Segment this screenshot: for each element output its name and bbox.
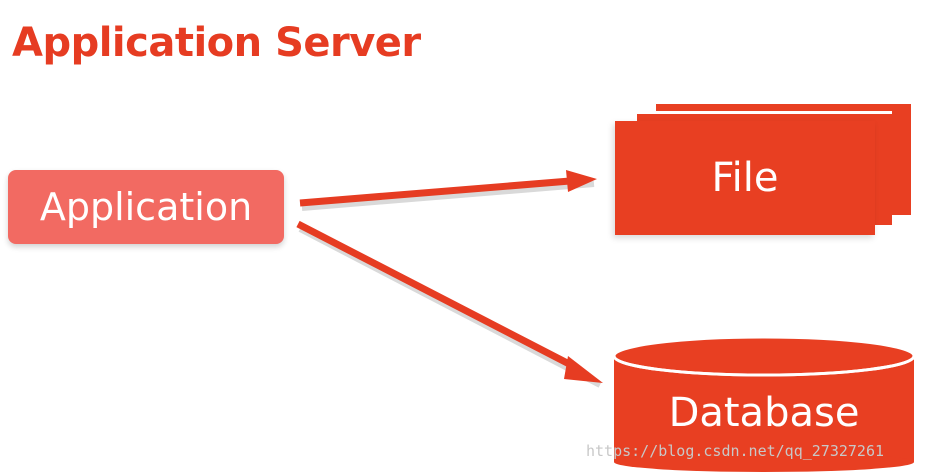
arrow-to-file-head [566,170,597,192]
arrow-to-database-head [564,356,603,383]
arrow-to-database [296,220,577,371]
diagram-title: Application Server [12,20,421,66]
database-cylinder [612,335,916,472]
application-label: Application [39,185,253,229]
arrow-file-shadow [301,181,595,211]
arrow-database-shadow [298,226,602,388]
application-node: Application [8,170,284,244]
arrow-to-file [299,177,571,207]
watermark-text: https://blog.csdn.net/qq_27327261 [586,442,885,460]
file-label: File [711,155,779,201]
file-node: File [615,121,875,235]
database-label: Database [668,390,860,436]
